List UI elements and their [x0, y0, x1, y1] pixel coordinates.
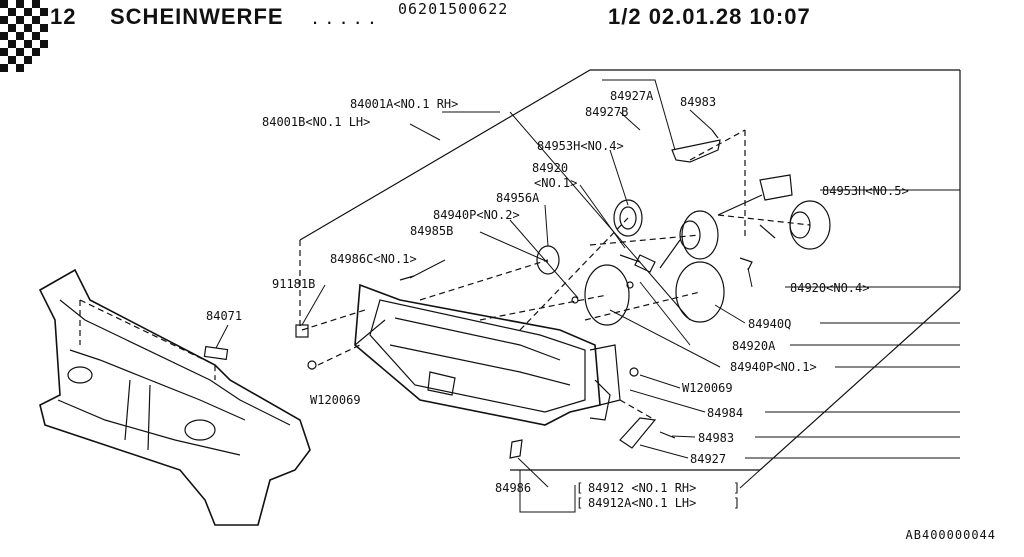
section-title: SCHEINWERFE [110, 4, 284, 29]
socket-84953H-5 [717, 174, 831, 271]
label-84071: 84071 [206, 309, 242, 323]
label-84920-no1-suffix: <NO.1> [534, 176, 577, 190]
label-84940P-2: 84940P<NO.2> [433, 208, 520, 222]
label-W120069-right: W120069 [682, 381, 733, 395]
figure-reference: AB400000044 [905, 528, 996, 542]
screw-W120069-right [629, 367, 639, 377]
label-84920-no4: 84920<NO.4> [790, 281, 869, 295]
label-84953H-4: 84953H<NO.4> [537, 139, 624, 153]
screw-W120069-left [307, 360, 317, 370]
bracket-close-2: ] [733, 496, 740, 510]
socket-84953H-4 [613, 199, 643, 237]
label-84001B: 84001B<NO.1 LH> [262, 115, 370, 129]
label-84912: 84912 <NO.1 RH> [588, 481, 696, 495]
label-84986C: 84986C<NO.1> [330, 252, 417, 266]
label-84940Q: 84940Q [748, 317, 791, 331]
gasket-84940P-1 [584, 264, 630, 326]
label-W120069-left: W120069 [310, 393, 361, 407]
page-date: 1/2 02.01.28 10:07 [608, 4, 811, 29]
page-header: 12 SCHEINWERFE . . . . . 06201500622 1/2… [0, 0, 1024, 72]
label-84927: 84927 [690, 452, 726, 466]
label-84984: 84984 [707, 406, 743, 420]
gasket-84940Q [675, 261, 725, 323]
label-84986: 84986 [495, 481, 531, 495]
label-84956A: 84956A [496, 191, 540, 205]
bracket-open-2: [ [576, 496, 583, 510]
section-number: 12 [50, 4, 77, 29]
bracket-close: ] [733, 481, 740, 495]
label-84912A: 84912A<NO.1 LH> [588, 496, 696, 510]
label-84983-bottom: 84983 [698, 431, 734, 445]
clip-84986 [509, 439, 523, 459]
clip-91181B [295, 324, 309, 338]
label-84953H-5: 84953H<NO.5> [822, 184, 909, 198]
label-84985B: 84985B [410, 224, 453, 238]
label-91181B: 91181B [272, 277, 315, 291]
radiator-support-84071 [38, 268, 311, 526]
label-84983-top: 84983 [680, 95, 716, 109]
label-84927B: 84927B [585, 105, 628, 119]
bracket-open: [ [576, 481, 583, 495]
label-84920A: 84920A [732, 339, 776, 353]
checker-logo [0, 0, 48, 72]
label-84920-no1: 84920 [532, 161, 568, 175]
title-dots: . . . . . [312, 4, 377, 29]
headlamp-housing-84001 [354, 283, 621, 426]
label-84940P-1: 84940P<NO.1> [730, 360, 817, 374]
label-84001A: 84001A<NO.1 RH> [350, 97, 458, 111]
label-84927A: 84927A [610, 89, 654, 103]
document-code: 06201500622 [398, 0, 509, 18]
bracket-84927 [619, 417, 657, 449]
bracket-84927A [671, 139, 721, 163]
